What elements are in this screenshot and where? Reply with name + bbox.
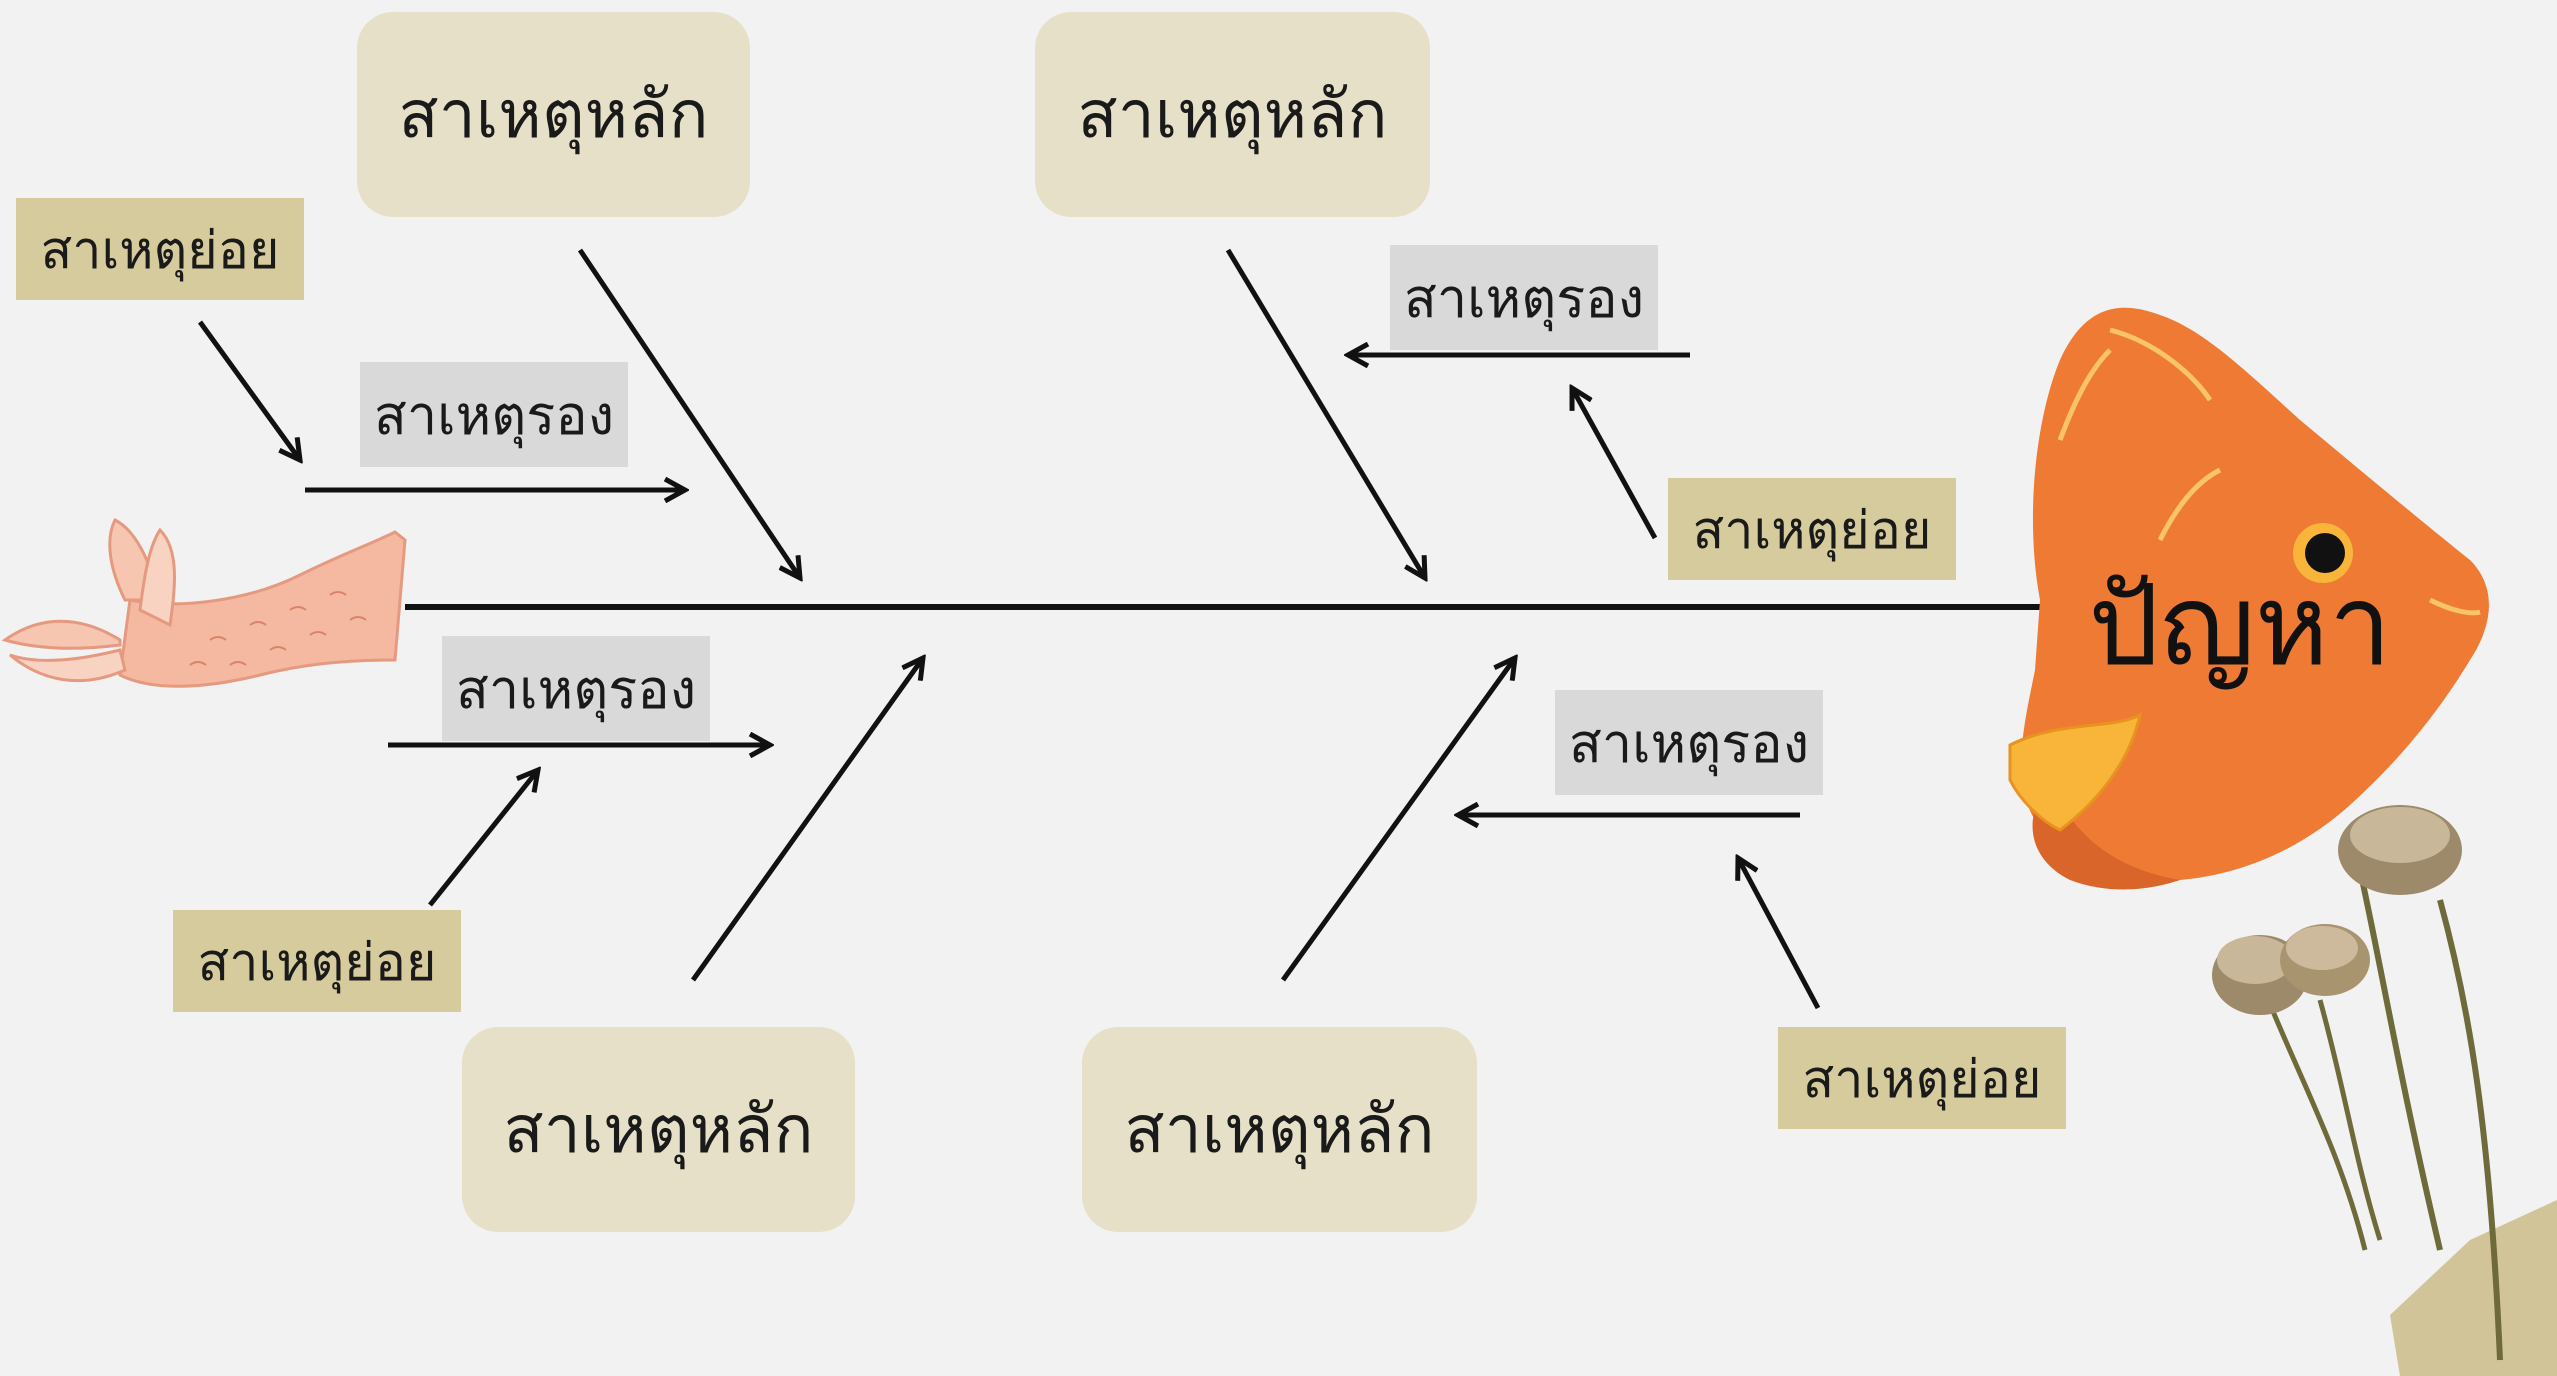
main-cause-box-top-right: สาเหตุหลัก: [1035, 12, 1430, 217]
problem-label: ปัญหา: [2088, 561, 2392, 691]
secondary-cause-label-4: สาเหตุรอง: [1555, 690, 1823, 795]
main-cause-arrow-top-left: [577, 248, 800, 578]
main-cause-arrow-bottom-left: [690, 658, 923, 982]
minor-cause-label-4: สาเหตุย่อย: [1778, 1027, 2066, 1129]
minor-cause-label-1: สาเหตุย่อย: [16, 198, 304, 300]
secondary-cause-label-3: สาเหตุรอง: [442, 636, 710, 741]
minor-cause-label-3: สาเหตุย่อย: [173, 910, 461, 1012]
main-cause-arrow-top-right: [1225, 248, 1425, 578]
minor-cause-arrow-1: [197, 320, 300, 460]
fish-head-icon: [2008, 307, 2489, 890]
minor-cause-arrow-4: [1738, 858, 1821, 1010]
minor-cause-arrow-2: [1572, 388, 1658, 540]
main-cause-box-bottom-left: สาเหตุหลัก: [462, 1027, 855, 1232]
dried-flowers-icon: [2212, 805, 2557, 1376]
secondary-cause-label-1: สาเหตุรอง: [360, 362, 628, 467]
minor-cause-label-2: สาเหตุย่อย: [1668, 478, 1956, 580]
fish-tail-icon: [1, 517, 407, 688]
main-cause-box-bottom-right: สาเหตุหลัก: [1082, 1027, 1477, 1232]
main-cause-box-top-left: สาเหตุหลัก: [357, 12, 750, 217]
main-cause-arrow-bottom-right: [1280, 658, 1515, 982]
secondary-cause-label-2: สาเหตุรอง: [1390, 245, 1658, 350]
minor-cause-arrow-3: [428, 770, 538, 907]
